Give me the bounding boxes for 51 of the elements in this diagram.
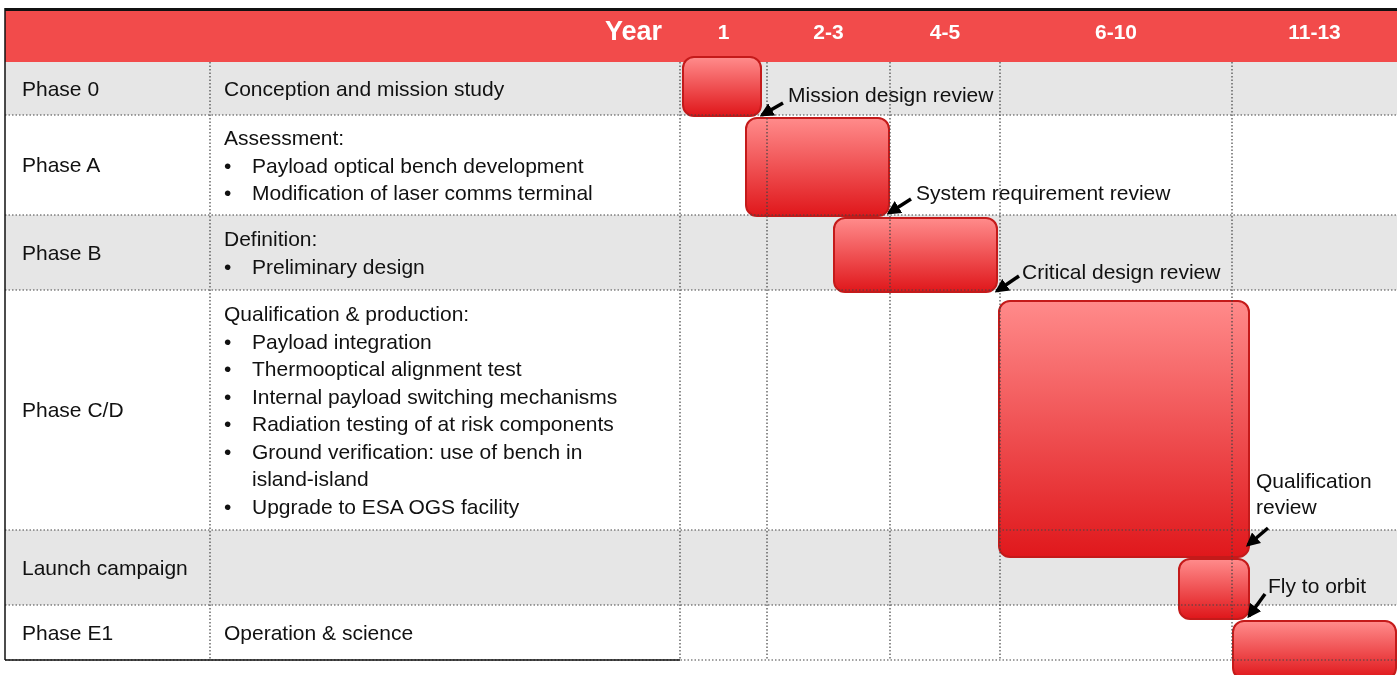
list-item: Radiation testing of at risk components — [252, 411, 614, 438]
phase-label: Phase A — [22, 152, 101, 178]
year-label: 1 — [716, 20, 731, 44]
bullet-mark: • — [224, 181, 232, 204]
gantt-bar — [1178, 558, 1250, 620]
phase-heading: Conception and mission study — [224, 75, 506, 102]
milestone-label: System requirement review — [916, 180, 1171, 206]
list-item: Modification of laser comms terminal — [252, 180, 593, 206]
list-item: Ground verification: use of bench in island-island — [252, 438, 584, 493]
list-item: Payload optical bench development — [252, 152, 584, 179]
gantt-bar — [1232, 620, 1397, 675]
phase-heading: Definition: — [224, 225, 319, 252]
leader-arrow — [759, 101, 784, 117]
list-item: Upgrade to ESA OGS facility — [252, 493, 520, 520]
gantt-bar — [745, 117, 890, 217]
list-item: Payload integration — [252, 328, 432, 355]
phase-label: Phase E1 — [22, 619, 114, 646]
bullet-mark: • — [224, 412, 232, 436]
leader-arrow — [1245, 526, 1270, 547]
leader-arrow — [1247, 592, 1267, 619]
gantt-bar — [833, 217, 998, 293]
year-label: 4-5 — [928, 20, 962, 44]
milestone-label: Critical design review — [1022, 259, 1221, 285]
phase-heading: Qualification & production: — [224, 300, 471, 327]
leader-arrow — [886, 197, 912, 215]
year-label: 2-3 — [812, 20, 845, 44]
list-item: Preliminary design — [252, 253, 425, 280]
phase-label: Phase 0 — [22, 75, 100, 102]
bullet-mark: • — [224, 384, 232, 408]
milestone-label: Qualification review — [1256, 468, 1396, 520]
bullet-mark: • — [224, 254, 232, 278]
milestone-label: Fly to orbit — [1268, 573, 1367, 599]
gantt-bar — [682, 56, 762, 117]
bullet-mark: • — [224, 357, 232, 381]
year-heading: Year — [604, 16, 662, 47]
phase-label: Launch campaign — [22, 554, 188, 581]
phase-label: Phase B — [22, 239, 102, 266]
bullet-mark: • — [224, 329, 232, 353]
bullet-mark: • — [224, 153, 232, 177]
year-label: 6-10 — [1094, 20, 1138, 44]
year-label: 11-13 — [1287, 20, 1342, 44]
gantt-bar — [998, 300, 1250, 558]
list-item: Thermooptical alignment test — [252, 356, 522, 383]
phase-heading: Assessment: — [224, 124, 346, 151]
phase-heading: Operation & science — [224, 619, 415, 646]
bullet-mark: • — [224, 439, 232, 463]
phase-label: Phase C/D — [22, 397, 124, 423]
list-item: Internal payload switching mechanisms — [252, 383, 618, 410]
leader-arrow — [994, 274, 1020, 293]
milestone-label: Mission design review — [788, 82, 994, 108]
bullet-mark: • — [224, 494, 232, 518]
